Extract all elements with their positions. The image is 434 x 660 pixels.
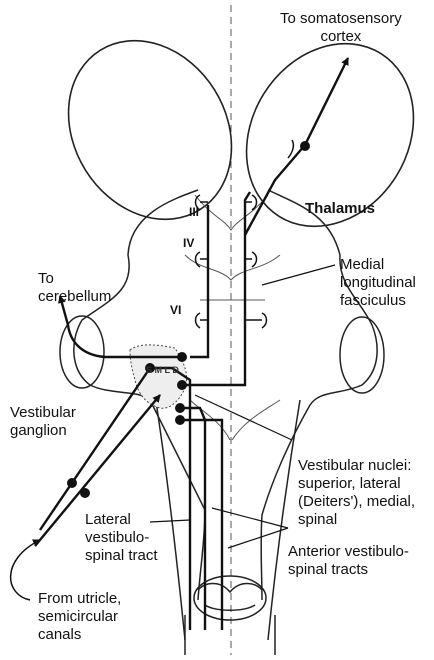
brainstem-outline-right [261,190,377,600]
label-thalamus: Thalamus [305,200,375,218]
medulla-outline [155,395,300,640]
nucleus-vi-label: VI [170,303,181,317]
label-anterior-tracts: Anterior vestibulo- spinal tracts [288,543,409,579]
anterior-tract-2 [180,420,222,630]
anterior-tract-1 [180,408,205,630]
label-mlf: Medial longitudinal fasciculus [340,256,416,310]
mlf-ascending-left [190,205,208,357]
nucleus-iii-label: III [189,205,199,219]
spinal-cord [185,576,275,655]
ganglion-fiber-1 [40,368,150,530]
label-cerebellum: To cerebellum [38,270,111,306]
nucleus-iv-label: IV [183,236,194,250]
label-lateral-tract: Lateral vestibulo- spinal tract [85,511,158,565]
vestibular-nuclei-letters: S M L D [146,365,179,375]
label-vestibular-nuclei: Vestibular nuclei: superior, lateral (De… [298,457,415,529]
label-vestibular-ganglion: Vestibular ganglion [10,404,76,440]
label-somatosensory: To somatosensory cortex [280,10,402,46]
thalamus-synapse [288,140,293,158]
label-utricle: From utricle, semicircular canals [38,590,121,644]
ganglion-dot-2 [80,488,90,498]
thalamus-synapse-dot [300,141,310,151]
ganglion-dot-1 [67,478,77,488]
utricle-curve [11,540,40,600]
